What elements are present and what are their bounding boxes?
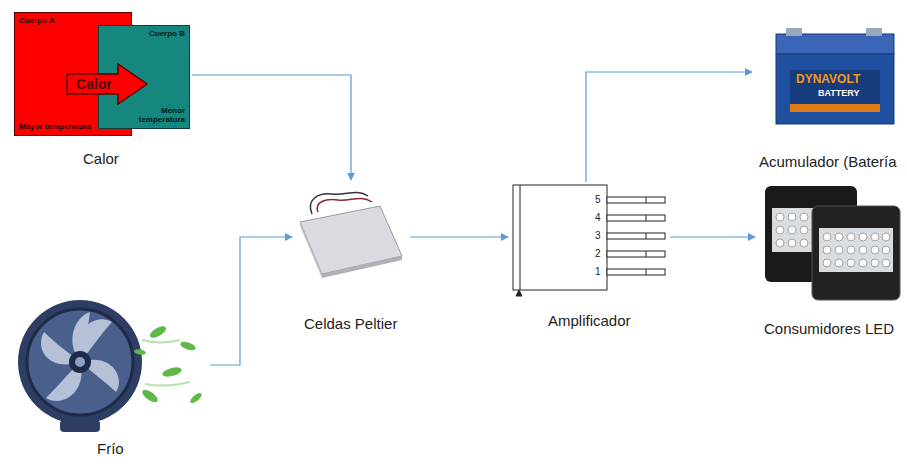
flow-arrow xyxy=(410,236,508,237)
pin-number: 5 xyxy=(595,194,601,205)
pin-number: 4 xyxy=(595,212,601,223)
cold-fan-node: Frío xyxy=(10,295,210,460)
caption: Amplificador xyxy=(548,312,631,330)
amplifier-symbol xyxy=(513,185,665,296)
flow-arrow xyxy=(210,237,292,365)
battery-text: BATTERY xyxy=(818,88,860,98)
flow-arrow xyxy=(586,72,752,182)
pin-number: 2 xyxy=(595,248,601,259)
caption: Calor xyxy=(83,150,119,168)
peltier-node: Celdas Peltier xyxy=(292,180,410,335)
caption: Frío xyxy=(97,440,124,458)
caption: Acumulador (Batería xyxy=(759,153,897,171)
led-node: Consumidores LED xyxy=(755,178,904,340)
pin-number: 3 xyxy=(595,230,601,241)
flow-arrow xyxy=(192,75,351,180)
led-illustration xyxy=(765,186,900,300)
arrow-label: Calor xyxy=(69,75,119,93)
battery-node: Acumulador (Batería xyxy=(752,25,904,173)
flow-arrow xyxy=(670,236,755,237)
pin-number: 1 xyxy=(595,266,601,277)
caption: Celdas Peltier xyxy=(304,315,397,333)
temperature-label: Mayor temperatura xyxy=(19,122,95,131)
peltier-illustration xyxy=(300,192,402,278)
temperature-label: Menor temperatura xyxy=(123,106,185,124)
body-label: Cuerpo B xyxy=(149,29,185,39)
brand-text: DYNAVOLT xyxy=(796,72,860,86)
caption: Consumidores LED xyxy=(764,320,894,338)
heat-group: Calor Cuerpo A Mayor temperatura Cuerpo B Me… xyxy=(10,8,192,170)
fan-illustration xyxy=(18,300,203,432)
heat-arrow: Calor xyxy=(66,63,148,105)
body-label: Cuerpo A xyxy=(19,16,55,26)
battery-illustration xyxy=(776,28,894,124)
amplifier-node: Amplificador xyxy=(508,182,670,332)
